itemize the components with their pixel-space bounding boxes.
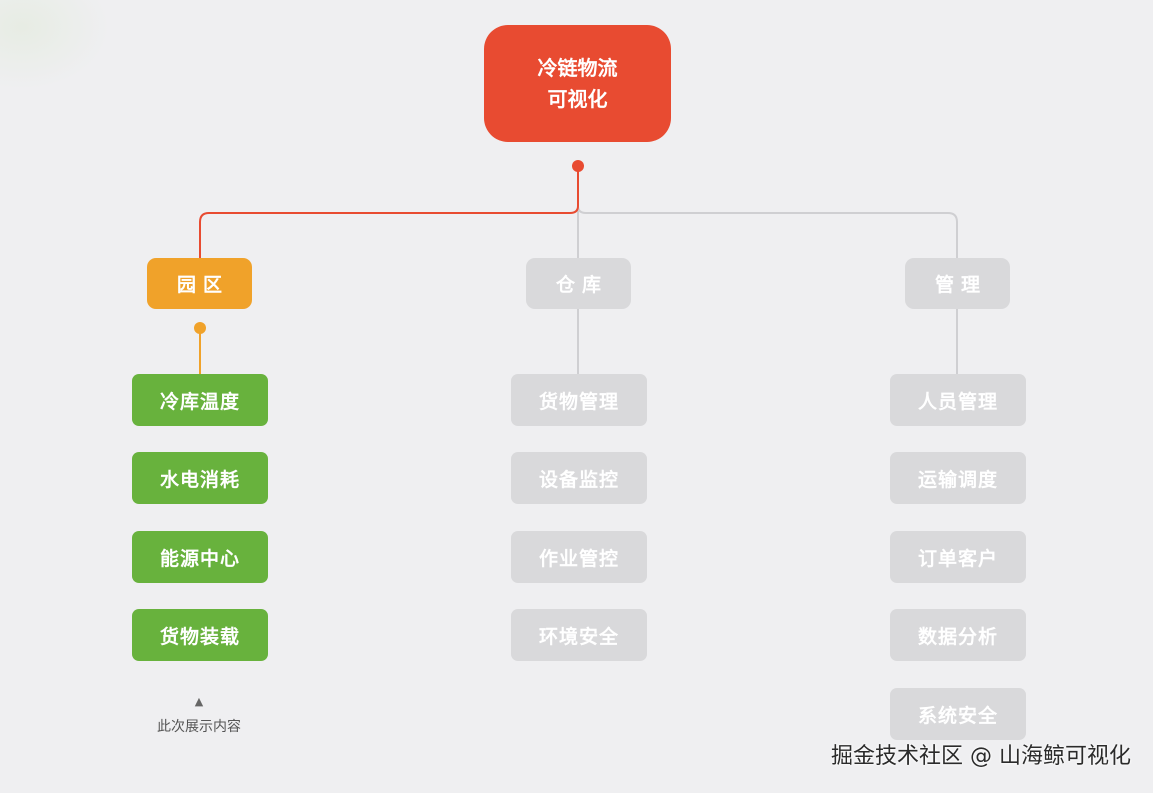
leaf-energy-center[interactable]: 能源中心 <box>132 531 268 583</box>
connector-root-to-park <box>199 166 579 258</box>
root-connector-dot <box>572 160 584 172</box>
leaf-environment-safety[interactable]: 环境安全 <box>511 609 647 661</box>
background-fade <box>0 0 110 90</box>
leaf-transport-dispatch[interactable]: 运输调度 <box>890 452 1026 504</box>
display-scope-note: ▲ 此次展示内容 <box>140 695 258 736</box>
watermark: 掘金技术社区 @ 山海鲸可视化 <box>831 744 1131 769</box>
leaf-data-analysis[interactable]: 数据分析 <box>890 609 1026 661</box>
leaf-cargo-loading[interactable]: 货物装载 <box>132 609 268 661</box>
leaf-cargo-management[interactable]: 货物管理 <box>511 374 647 426</box>
leaf-order-customer[interactable]: 订单客户 <box>890 531 1026 583</box>
category-park[interactable]: 园区 <box>147 258 252 309</box>
park-connector-dot <box>194 322 206 334</box>
up-arrow-icon: ▲ <box>194 695 204 708</box>
root-title-line-2: 可视化 <box>547 86 608 111</box>
leaf-water-electricity-consumption[interactable]: 水电消耗 <box>132 452 268 504</box>
leaf-operation-control[interactable]: 作业管控 <box>511 531 647 583</box>
leaf-personnel-management[interactable]: 人员管理 <box>890 374 1026 426</box>
root-node[interactable]: 冷链物流 可视化 <box>484 25 671 142</box>
display-scope-text: 此次展示内容 <box>157 719 241 735</box>
category-management[interactable]: 管理 <box>905 258 1010 309</box>
leaf-cold-storage-temperature[interactable]: 冷库温度 <box>132 374 268 426</box>
connector-root-to-management <box>577 170 958 258</box>
category-warehouse[interactable]: 仓库 <box>526 258 631 309</box>
root-title-line-1: 冷链物流 <box>537 55 618 80</box>
leaf-system-security[interactable]: 系统安全 <box>890 688 1026 740</box>
leaf-equipment-monitoring[interactable]: 设备监控 <box>511 452 647 504</box>
